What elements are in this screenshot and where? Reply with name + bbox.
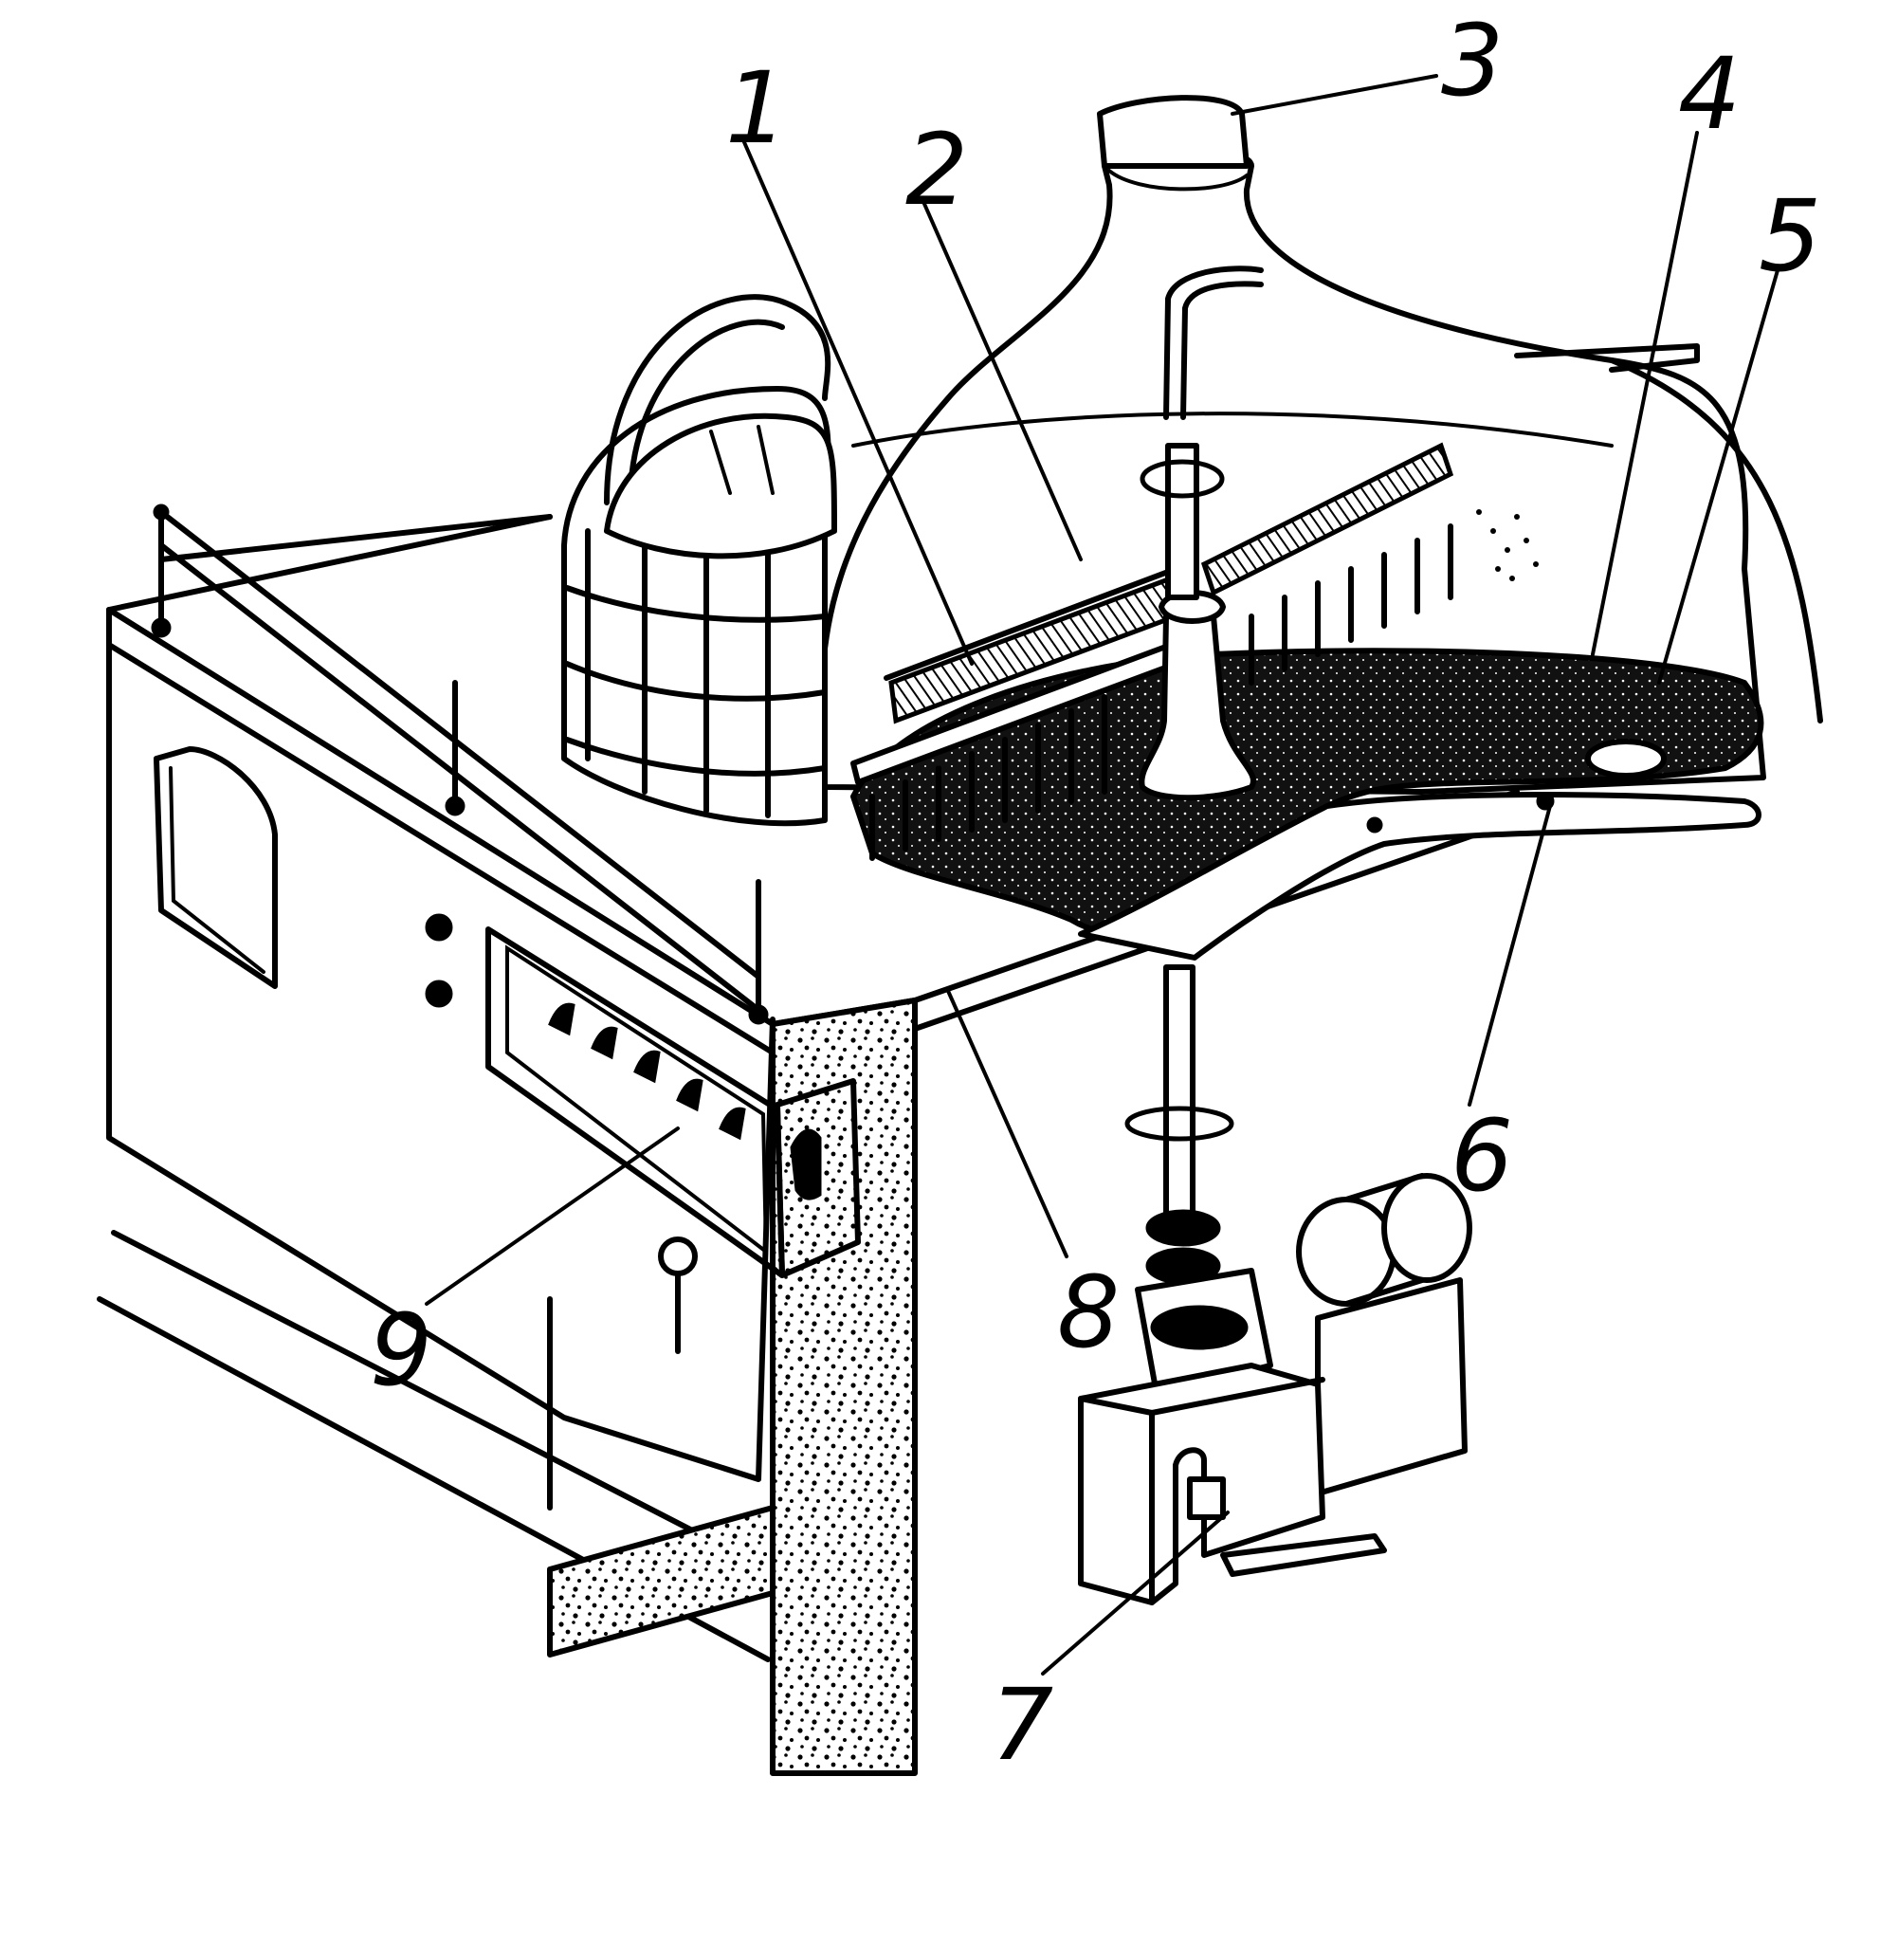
switch-row (548, 1002, 746, 1141)
callout-7: 7 (991, 1667, 1053, 1783)
access-window (154, 746, 278, 989)
callout-9: 9 (370, 1292, 432, 1408)
nozzle-rods (869, 523, 1453, 861)
drive-unit (1078, 964, 1472, 1605)
leader-2 (922, 202, 1083, 561)
callout-3: 3 (1441, 3, 1504, 119)
rotary-table (850, 648, 1764, 961)
leader-1 (742, 140, 974, 666)
spray-mist (1476, 509, 1539, 581)
callout-8: 8 (1057, 1255, 1120, 1370)
callout-1: 1 (725, 50, 788, 166)
control-panel (425, 913, 861, 1354)
leader-7 (1041, 1511, 1230, 1676)
callout-2: 2 (905, 112, 968, 228)
leader-3 (1231, 74, 1438, 116)
leader-5 (1657, 268, 1779, 685)
callout-labels: 1 2 3 4 5 6 7 8 9 (370, 3, 1821, 1783)
callout-5: 5 (1759, 178, 1821, 294)
drum-basket (561, 294, 837, 827)
leader-9 (425, 1127, 680, 1306)
leader-lines (425, 74, 1779, 1676)
callout-4: 4 (1678, 36, 1741, 152)
leader-8 (946, 989, 1068, 1258)
leader-4 (1591, 131, 1699, 656)
callout-6: 6 (1451, 1098, 1513, 1214)
guard-rail (151, 504, 769, 1025)
leader-6 (1468, 804, 1552, 1107)
spray-arm (850, 442, 1539, 861)
